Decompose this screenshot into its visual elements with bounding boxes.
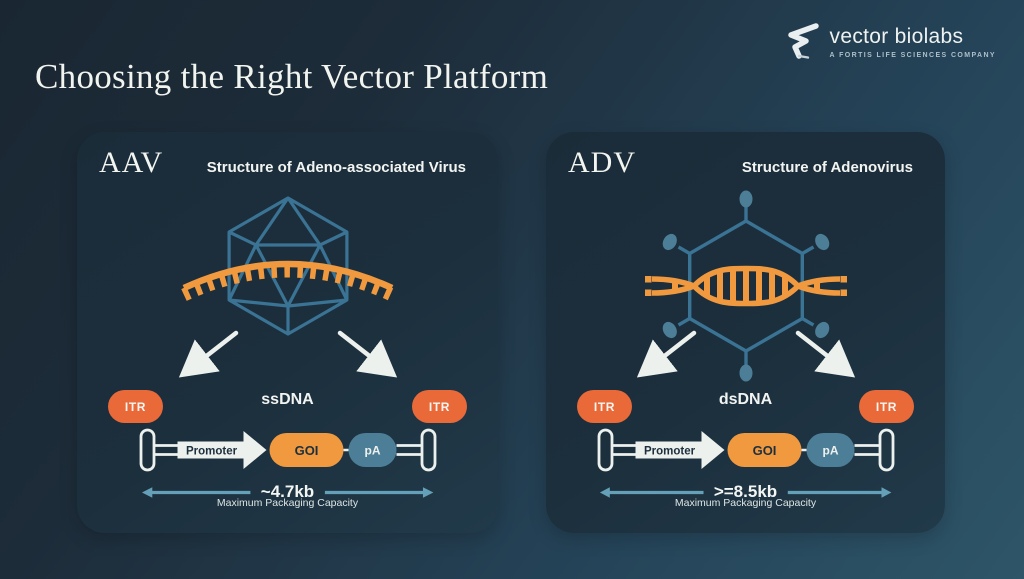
dsdna-strand-icon <box>644 265 847 307</box>
icosahedral-capsid-with-ssdna-icon <box>180 196 395 336</box>
adv-panel-title: Structure of Adenovirus <box>741 159 913 176</box>
logo-tagline: A FORTIS LIFE SCIENCES COMPANY <box>829 51 996 59</box>
vector-biolabs-logo: vector biolabs A FORTIS LIFE SCIENCES CO… <box>785 22 996 62</box>
promoter-label: Promoter <box>185 446 237 458</box>
adv-capacity-value: >=8.5kb <box>713 482 778 501</box>
goi-label: GOI <box>294 443 318 458</box>
promoter-arrow-icon <box>177 431 266 469</box>
ssdna-strand-icon <box>180 260 395 301</box>
aav-capacity-caption: Maximum Packaging Capacity <box>216 497 359 509</box>
pa-pill <box>348 433 396 467</box>
aav-code-label: AAV <box>99 146 164 179</box>
page-title: Choosing the Right Vector Platform <box>35 57 549 96</box>
adv-capacity-caption: Maximum Packaging Capacity <box>674 497 817 509</box>
capacity-arrow-left-icon <box>599 486 704 498</box>
aav-itr-row: ITR ITR <box>77 390 498 423</box>
aav-genome-type-label: ssDNA <box>261 391 314 408</box>
promoter-arrow-icon <box>635 431 724 469</box>
itr-badge-left: ITR <box>577 390 632 423</box>
capacity-arrow-right-icon <box>325 486 434 498</box>
pa-pill <box>806 433 854 467</box>
promoter-label: Promoter <box>643 446 695 458</box>
hexagonal-capsid-with-fibers-dsdna-icon <box>644 190 847 382</box>
adv-capacity-row: >=8.5kb <box>599 482 893 502</box>
aav-panel-title: Structure of Adeno-associated Virus <box>206 159 466 176</box>
aav-capacity-value: ~4.7kb <box>260 482 315 501</box>
adv-genome-type-label: dsDNA <box>718 391 773 408</box>
panel-adv: ADV Structure of Adenovirus <box>546 132 945 533</box>
goi-pill <box>269 433 343 467</box>
aav-gene-construct-diagram: Promoter GOI pA <box>139 428 436 472</box>
panel-aav: AAV Structure of Adeno-associated Virus <box>77 132 498 533</box>
capacity-arrow-left-icon <box>141 486 250 498</box>
adv-gene-construct-diagram: Promoter GOI pA <box>597 428 894 472</box>
adv-code-label: ADV <box>568 146 636 179</box>
goi-label: GOI <box>752 443 776 458</box>
itr-badge-right: ITR <box>859 390 914 423</box>
fiber-knobs-icon <box>662 190 829 382</box>
goi-pill <box>727 433 801 467</box>
pa-label: pA <box>822 444 838 458</box>
adv-genome-arrows-icon <box>636 330 855 378</box>
itr-badge-left: ITR <box>108 390 163 423</box>
vector-biolabs-logo-icon <box>787 23 819 59</box>
itr-hairpin-left-icon <box>139 428 155 472</box>
itr-hairpin-left-icon <box>597 428 613 472</box>
pa-label: pA <box>364 444 380 458</box>
aav-genome-arrows-icon <box>178 330 397 378</box>
aav-capacity-row: ~4.7kb <box>141 482 435 502</box>
itr-badge-right: ITR <box>412 390 467 423</box>
capacity-arrow-right-icon <box>787 486 892 498</box>
itr-hairpin-right-icon <box>878 428 894 472</box>
adv-itr-row: ITR ITR <box>546 390 945 423</box>
itr-hairpin-right-icon <box>420 428 436 472</box>
logo-brand-name: vector biolabs <box>829 25 964 49</box>
